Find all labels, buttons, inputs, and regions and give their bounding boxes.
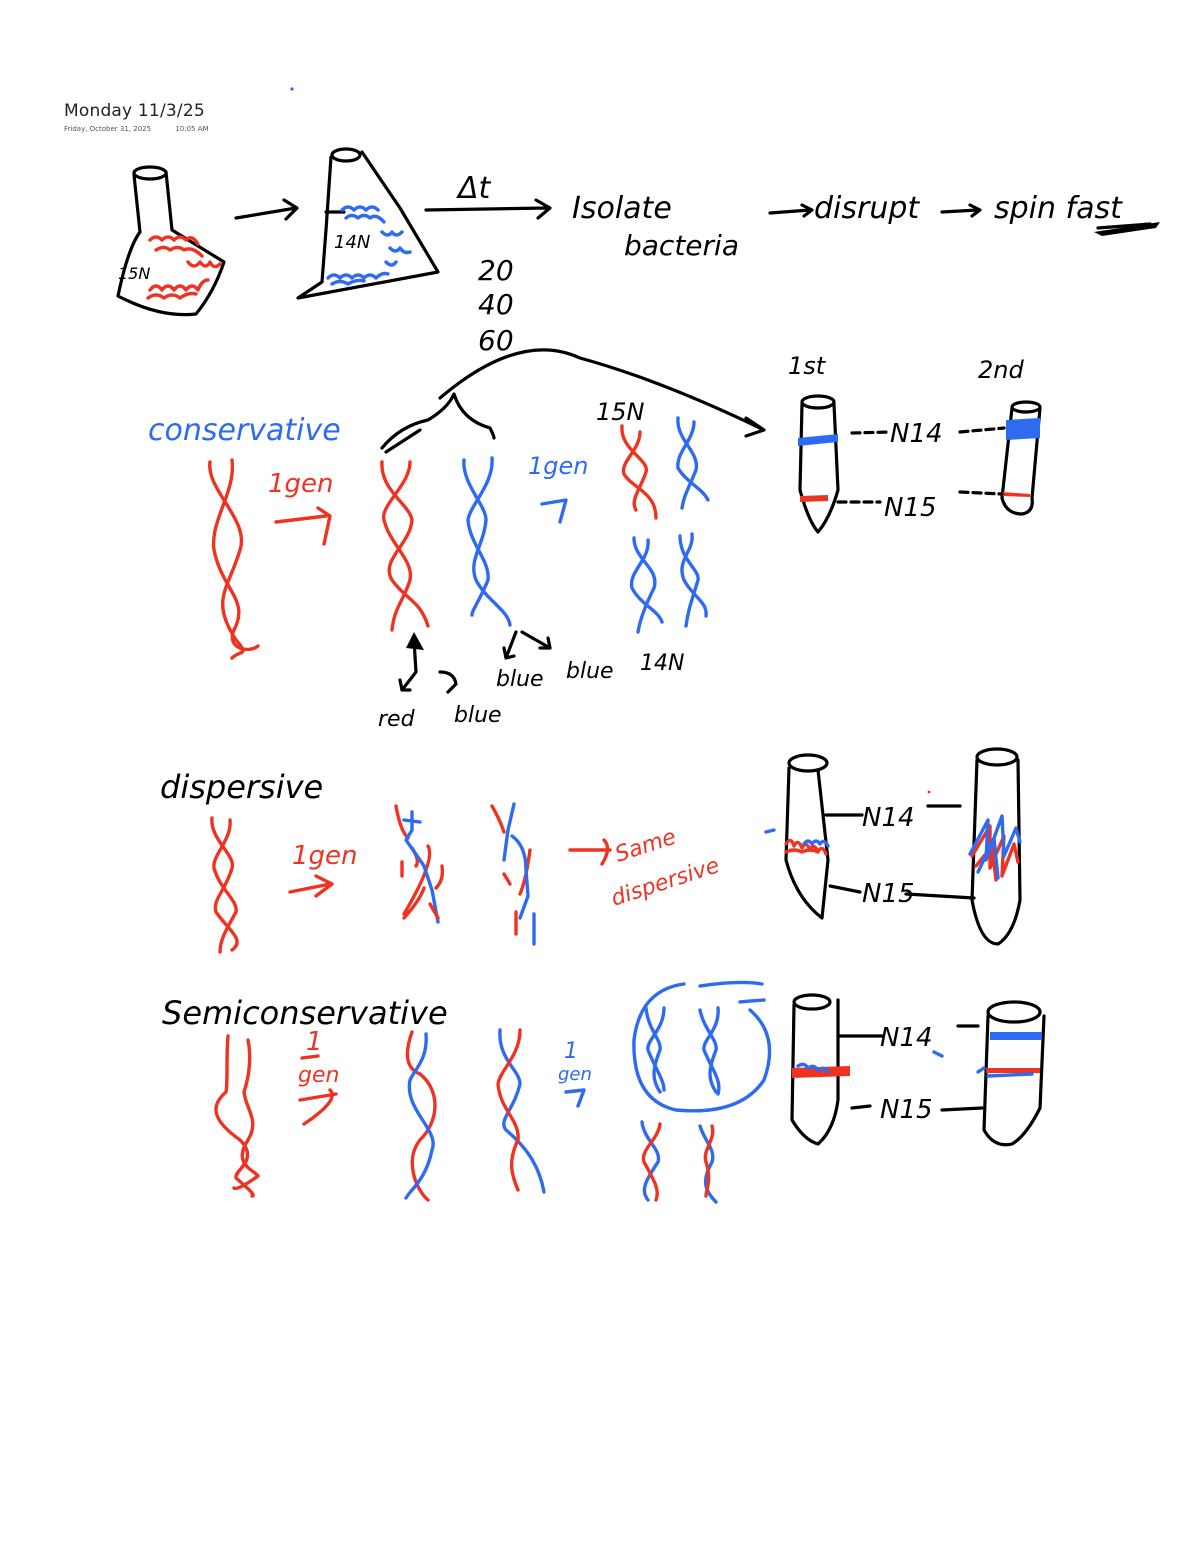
heading-conservative: conservative xyxy=(148,413,341,448)
flask2-label: 14N xyxy=(334,232,370,253)
svg-text:Δt: Δt xyxy=(456,171,492,206)
flask-14n: 14N xyxy=(296,147,440,300)
gen-num-semi: 1 xyxy=(306,1027,323,1057)
helix-parent-red xyxy=(208,458,260,660)
tube-2nd-label: 2nd xyxy=(978,356,1024,384)
gen-label-conservative-2: 1gen xyxy=(528,452,588,480)
gen-num-semi-2: 1 xyxy=(564,1039,578,1064)
tube-1st-label: 1st xyxy=(788,352,827,380)
n14-label-conservative: N14 xyxy=(890,419,943,449)
helix-new-blue xyxy=(462,456,512,627)
tube-1st-conservative xyxy=(798,394,840,534)
n14-label-dispersive: N14 xyxy=(862,803,915,833)
gen-label-dispersive: 1gen xyxy=(292,841,358,871)
n15-label-dispersive: N15 xyxy=(862,879,915,909)
step-disrupt: disrupt xyxy=(814,191,920,226)
gen2-helices xyxy=(620,416,710,634)
arrow-to-spin xyxy=(940,203,982,218)
helix-dispersive-mixed-1 xyxy=(394,804,445,924)
annotation-blue-3: blue xyxy=(566,659,614,684)
flask-15n: 15N xyxy=(116,165,226,317)
n14-leader-semi xyxy=(836,1024,980,1038)
helix-dispersive-mixed-2 xyxy=(490,802,536,946)
annotation-blue-1: blue xyxy=(454,703,502,728)
step-isolate-bacteria: bacteria xyxy=(624,229,739,262)
flask1-label: 15N xyxy=(118,264,150,283)
created-time: 10:05 AM xyxy=(175,125,209,133)
svg-text:60: 60 xyxy=(478,324,514,357)
delta-t-arrow: Δt xyxy=(424,171,552,220)
gen-word-semi: gen xyxy=(298,1063,339,1088)
n14-leader xyxy=(850,426,1006,435)
stray-dot xyxy=(290,87,294,91)
n15-leader-semi xyxy=(850,1104,984,1112)
step-spin-fast: spin fast xyxy=(994,191,1123,226)
annotation-red: red xyxy=(378,707,416,732)
page-meta: Friday, October 31, 2025 10:05 AM xyxy=(64,125,209,133)
gen-arrow-2 xyxy=(540,498,568,524)
helix-dispersive-parent xyxy=(210,816,239,954)
helix-semi-hybrid-1 xyxy=(404,1030,437,1202)
tube-2nd-semi xyxy=(976,1000,1046,1147)
heading-semiconservative: Semiconservative xyxy=(162,994,448,1032)
n14-leader-dispersive xyxy=(824,804,962,817)
label-15n: 15N xyxy=(596,398,645,426)
arrow-same xyxy=(568,838,612,866)
gen-arrow xyxy=(274,506,332,546)
gen-label-conservative: 1gen xyxy=(268,469,334,499)
svg-text:20: 20 xyxy=(478,254,514,287)
circled-14n-helices xyxy=(632,980,772,1113)
helix-semi-hybrid-2 xyxy=(496,1028,546,1194)
helix-semi-parent xyxy=(214,1034,260,1198)
n14-label-semi: N14 xyxy=(880,1023,933,1053)
tube-1st-semi xyxy=(790,993,850,1146)
tube-2nd-dispersive xyxy=(968,747,1022,946)
n15-leader xyxy=(836,490,1004,504)
annotation-arrows xyxy=(398,630,552,694)
tube-2nd-conservative xyxy=(1000,400,1042,516)
arrow-to-disrupt xyxy=(768,203,814,218)
arrow-flask1-to-flask2 xyxy=(234,198,299,221)
created-date: Friday, October 31, 2025 xyxy=(64,125,152,133)
step-isolate: Isolate xyxy=(572,191,672,226)
n15-label-conservative: N15 xyxy=(884,493,937,523)
gen-arrow-semi xyxy=(298,1088,338,1126)
hybrid-helices-gen2 xyxy=(640,1120,718,1204)
gen-arrow-dispersive xyxy=(288,874,334,898)
note-same: Same xyxy=(612,825,679,868)
heading-dispersive: dispersive xyxy=(160,768,323,806)
page-title: Monday 11/3/25 xyxy=(64,101,205,121)
helix-conserved-red xyxy=(380,460,430,632)
curved-arrow-to-tubes xyxy=(438,348,766,438)
tube-1st-dispersive xyxy=(764,753,830,920)
n15-leader-dispersive xyxy=(828,884,976,900)
time-points: 20 40 60 xyxy=(478,254,514,357)
annotation-blue-2: blue xyxy=(496,667,544,692)
label-14n: 14N xyxy=(640,651,684,676)
brace xyxy=(380,392,496,454)
gen-arrow-semi-2 xyxy=(564,1088,586,1108)
gen-word-semi-2: gen xyxy=(558,1064,592,1085)
n15-label-semi: N15 xyxy=(880,1095,933,1125)
svg-text:40: 40 xyxy=(478,288,514,321)
